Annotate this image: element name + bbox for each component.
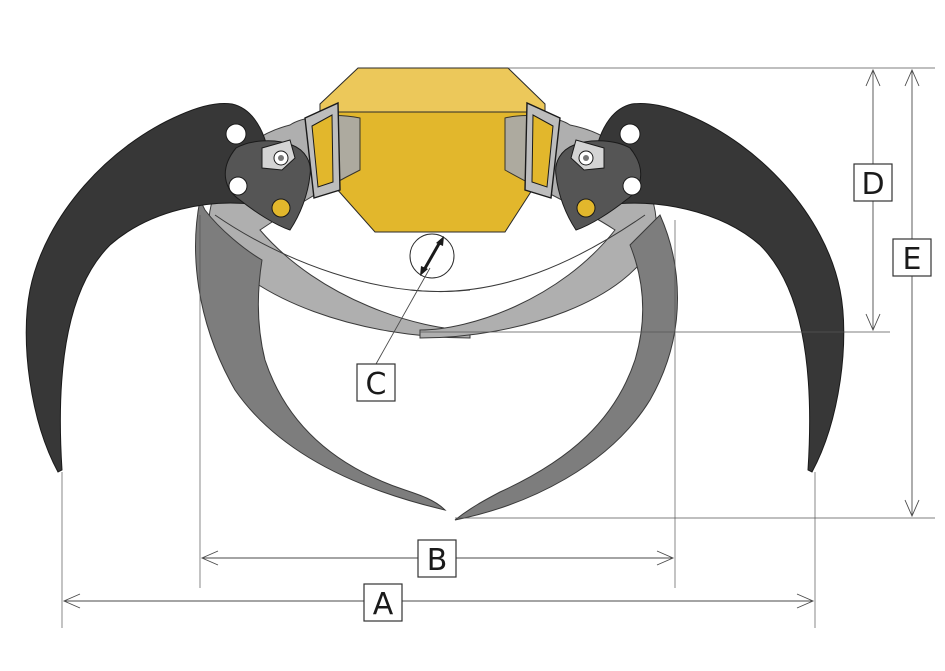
arrow-d-bottom [865, 313, 881, 332]
label-a-text: A [373, 587, 394, 622]
label-c: C [356, 363, 396, 402]
arrow-e-top [904, 68, 920, 87]
label-c-box [356, 363, 396, 402]
linkage-right [524, 101, 642, 231]
label-e: E [892, 238, 932, 277]
linkage-left-pin [278, 155, 284, 161]
arrow-b-left [200, 550, 219, 566]
open-claw-right-hole [619, 123, 641, 145]
linkage-left [224, 101, 341, 231]
label-a-box [363, 583, 403, 622]
label-d: D [853, 163, 893, 202]
linkage-right-arm-inner [531, 114, 554, 188]
rotation-indicator [409, 233, 455, 279]
open-claw-left-hole [225, 123, 247, 145]
linkage-right-pin [583, 155, 589, 161]
leader-line-c [375, 267, 431, 365]
arrow-e-bottom [904, 499, 920, 518]
linkage-left-hole-b [271, 198, 291, 218]
label-b-text: B [427, 543, 448, 578]
label-b: B [417, 539, 457, 578]
arrow-d-top [865, 68, 881, 87]
closed-claw-left-tip [195, 198, 447, 511]
label-d-text: D [861, 167, 884, 202]
label-e-box [892, 238, 932, 277]
linkage-left-hole-a [228, 176, 248, 196]
closed-claw-right-tip [454, 214, 678, 521]
linkage-right-hole-b [576, 198, 596, 218]
label-d-box [853, 163, 893, 202]
label-e-text: E [903, 242, 922, 277]
closed-claw-inner-arc-right [409, 214, 646, 293]
double-arrow-rotation-icon [420, 236, 444, 276]
linkage-right-hole-a [622, 176, 642, 196]
label-c-text: C [366, 367, 387, 402]
arrow-b-right [656, 550, 675, 566]
label-b-box [417, 539, 457, 578]
label-a: A [363, 583, 403, 622]
linkage-left-arm-inner [311, 114, 334, 188]
housing-top [319, 67, 546, 113]
arrow-a-left [62, 593, 81, 609]
arrow-a-right [796, 593, 815, 609]
